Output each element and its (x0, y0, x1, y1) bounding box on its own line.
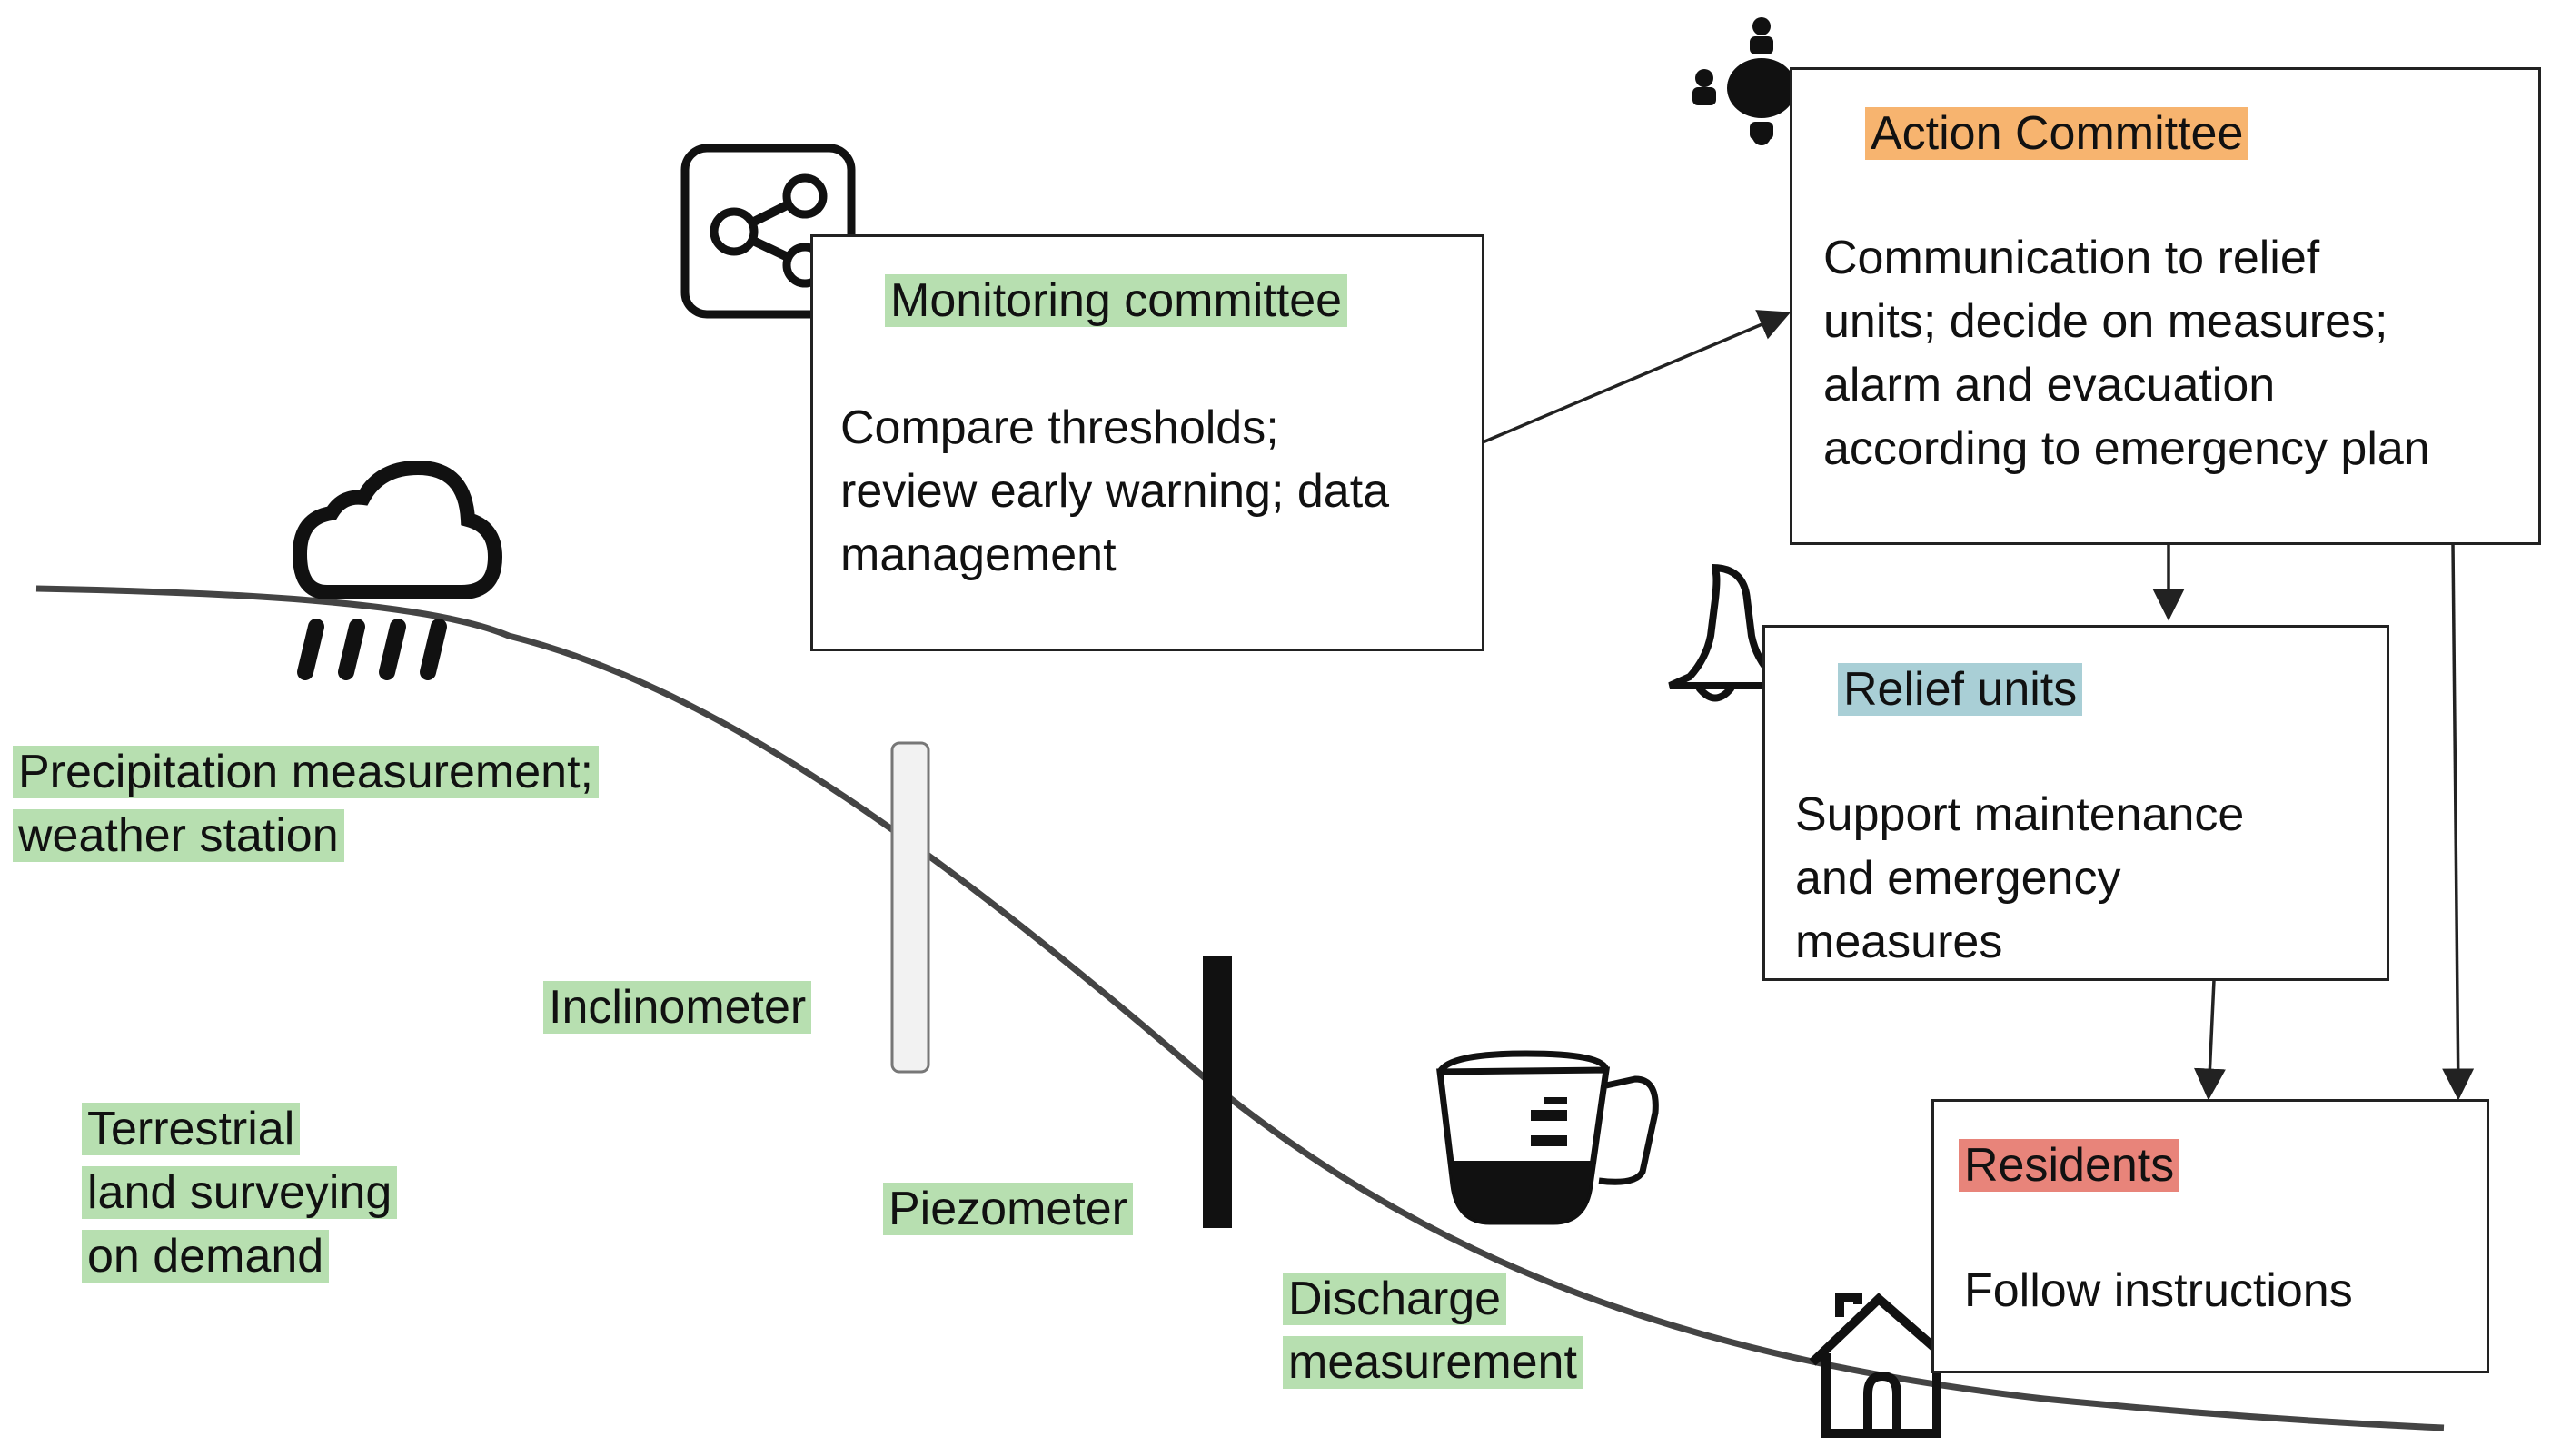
piezometer-post-icon (1203, 956, 1232, 1228)
terrestrial-label-line-1: Terrestrial (82, 1097, 301, 1161)
people-table-icon (1692, 17, 1831, 145)
monitoring-committee-box: Monitoring committee Compare thresholds;… (810, 234, 1484, 651)
residents-body: Follow instructions (1964, 1264, 2353, 1317)
arrow-monitoring-to-action (1482, 310, 1792, 444)
residents-title: Residents (1959, 1134, 2180, 1197)
relief-body-line-1: Support maintenance (1795, 788, 2245, 841)
action-committee-title-text: Action Committee (1865, 107, 2249, 160)
discharge-label-line-1: Discharge (1283, 1267, 1507, 1331)
action-body-line-4: according to emergency plan (1823, 422, 2430, 475)
relief-units-title: Relief units (1838, 658, 2083, 721)
discharge-label-line-2: measurement (1283, 1331, 1583, 1394)
monitoring-committee-title-text: Monitoring committee (885, 274, 1348, 327)
bell-icon (1668, 564, 1816, 702)
relief-units-title-text: Relief units (1838, 663, 2083, 716)
monitoring-body-line-2: review early warning; data (840, 465, 1390, 518)
action-committee-box: Action Committee Communication to relief… (1790, 67, 2541, 545)
action-committee-title: Action Committee (1865, 102, 2249, 165)
terrestrial-label-line-2: land surveying (82, 1161, 398, 1224)
relief-units-box: Relief units Support maintenance and eme… (1762, 625, 2389, 981)
monitoring-body-line-3: management (840, 529, 1117, 581)
measuring-jug-icon (1436, 1050, 1659, 1225)
action-body-line-1: Communication to relief (1823, 232, 2320, 284)
action-body-line-3: alarm and evacuation (1823, 359, 2276, 411)
house-icon (1809, 1293, 1955, 1438)
arrow-action-to-residents (2442, 543, 2475, 1101)
arrow-relief-to-residents (2193, 979, 2226, 1101)
action-body-line-2: units; decide on measures; (1823, 295, 2388, 348)
precipitation-label-line-2: weather station (13, 804, 344, 867)
inclinometer-tube-icon (890, 741, 930, 1074)
piezometer-label: Piezometer (883, 1177, 1133, 1241)
residents-title-text: Residents (1959, 1139, 2180, 1192)
monitoring-body-line-1: Compare thresholds; (840, 401, 1279, 454)
inclinometer-label: Inclinometer (543, 976, 812, 1039)
relief-body-line-2: and emergency (1795, 852, 2121, 905)
relief-body-line-3: measures (1795, 916, 2003, 968)
rain-cloud-icon (292, 460, 503, 680)
precipitation-label-line-1: Precipitation measurement; (13, 740, 599, 804)
monitoring-committee-title: Monitoring committee (885, 269, 1348, 332)
terrestrial-label-line-3: on demand (82, 1224, 330, 1288)
residents-box: Residents Follow instructions (1931, 1099, 2489, 1373)
